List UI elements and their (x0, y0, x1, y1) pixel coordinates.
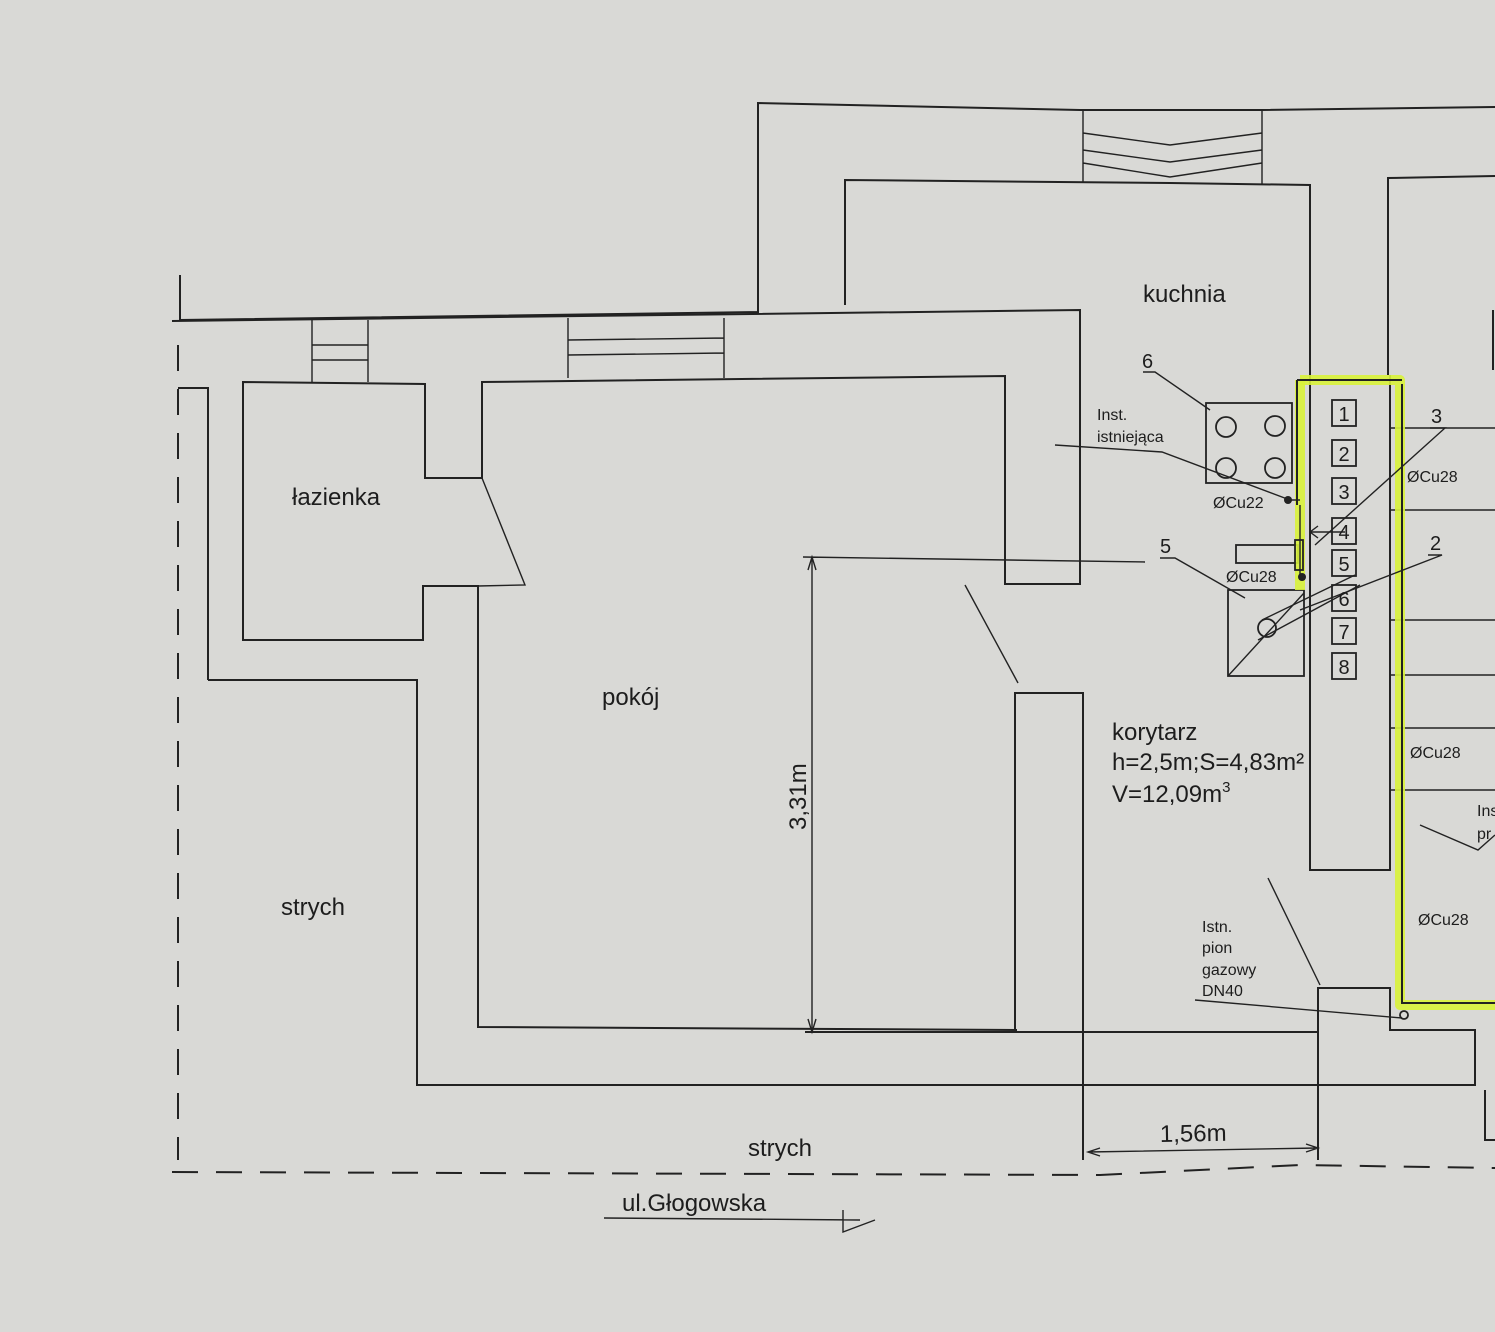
attic-boundary (171, 345, 1495, 1177)
dimension-lines (603, 554, 1321, 1234)
gas-pipe-route (1284, 375, 1495, 1020)
gas-stove (1205, 402, 1293, 484)
legend-box-frame (1331, 549, 1357, 577)
walls (171, 101, 1495, 1160)
legend-box-number: 2 (1338, 444, 1349, 466)
dimension-width: 1,56m (1160, 1120, 1227, 1148)
boiler (1227, 544, 1361, 677)
note-riser-4: DN40 (1202, 983, 1243, 1000)
pipe-label-cu22: ØCu22 (1213, 495, 1264, 512)
room-label-attic-left: strych (281, 894, 345, 921)
room-label-room: pokój (602, 684, 659, 711)
legend-box-frame (1331, 617, 1357, 645)
corridor-dimensions: h=2,5m;S=4,83m² (1112, 749, 1304, 776)
note-right-cut-1: Ins (1477, 803, 1495, 820)
legend-box-number: 1 (1338, 404, 1349, 426)
legend-box-frame (1331, 399, 1357, 427)
street-label: ul.Głogowska (622, 1190, 767, 1217)
room-label-bathroom: łazienka (292, 484, 381, 511)
leader-number-3: 3 (1431, 406, 1442, 428)
note-existing-install-2: istniejąca (1097, 429, 1164, 446)
room-label-kitchen: kuchnia (1143, 281, 1226, 308)
corridor-volume: V=12,09m3 (1112, 779, 1230, 808)
legend-box-number: 8 (1338, 657, 1349, 679)
legend-box-frame (1331, 584, 1357, 612)
leader-lines (1054, 371, 1447, 1019)
legend-box-number: 6 (1338, 589, 1349, 611)
note-riser-2: pion (1202, 940, 1232, 957)
pipe-label-cu28-a: ØCu28 (1226, 569, 1277, 586)
dimension-height: 3,31m (785, 763, 812, 830)
equipment-legend: 1 2 3 4 5 6 7 8 (1331, 399, 1357, 680)
legend-box-number: 5 (1338, 554, 1349, 576)
room-label-corridor: korytarz (1112, 719, 1197, 746)
room-label-attic-bottom: strych (748, 1135, 812, 1162)
leader-number-2: 2 (1430, 533, 1441, 555)
pipe-label-cu28-b: ØCu28 (1407, 469, 1458, 486)
leader-number-6: 6 (1142, 351, 1153, 373)
note-riser-3: gazowy (1202, 962, 1256, 979)
legend-box-frame (1331, 517, 1357, 545)
pipe-label-cu28-d: ØCu28 (1418, 912, 1469, 929)
legend-box-number: 4 (1338, 522, 1349, 544)
legend-box-number: 3 (1338, 482, 1349, 504)
pipe-label-cu28-c: ØCu28 (1410, 745, 1461, 762)
legend-box-frame (1331, 652, 1357, 680)
note-riser-1: Istn. (1202, 919, 1232, 936)
leader-number-5: 5 (1160, 536, 1171, 558)
note-existing-install-1: Inst. (1097, 407, 1127, 424)
legend-box-frame (1331, 477, 1357, 505)
legend-box-frame (1331, 439, 1357, 467)
note-right-cut-2: pr (1477, 826, 1492, 843)
legend-box-number: 7 (1338, 622, 1349, 644)
